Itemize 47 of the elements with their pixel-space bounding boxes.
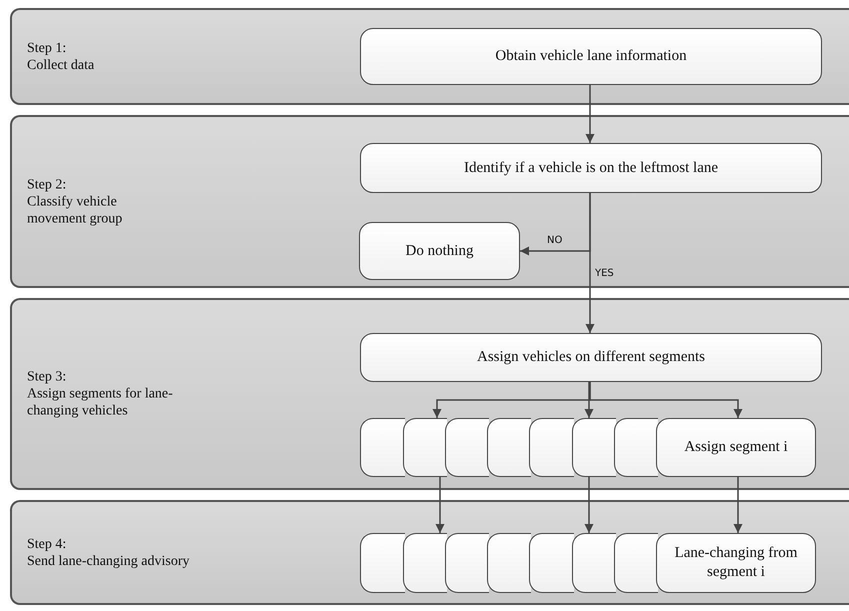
step-description: Collect data xyxy=(27,56,96,74)
swimlane-band xyxy=(10,8,849,105)
process-box xyxy=(656,418,816,477)
arrow xyxy=(584,382,594,418)
process-box xyxy=(360,143,822,193)
box-text: Lane-changing from segment i xyxy=(674,544,798,582)
empty-box xyxy=(445,533,489,593)
edge-label: NO xyxy=(547,235,562,246)
edge-label: YES xyxy=(595,268,614,279)
step-number: Step 4: xyxy=(27,536,68,552)
empty-box xyxy=(445,418,489,477)
arrow xyxy=(584,477,594,533)
arrow xyxy=(436,477,444,533)
empty-box xyxy=(403,418,447,477)
empty-box xyxy=(614,533,658,593)
swimlane-band xyxy=(10,500,849,605)
empty-box xyxy=(360,533,405,593)
swimlane-band xyxy=(10,298,849,490)
empty-box xyxy=(487,418,531,477)
empty-box xyxy=(529,418,574,477)
process-box xyxy=(359,222,520,280)
arrow xyxy=(586,85,594,143)
box-text: Assign vehicles on different segments xyxy=(476,348,705,367)
step-number: Step 1: xyxy=(27,40,68,56)
empty-box xyxy=(614,418,658,477)
step-description: Assign segments for lane-changing vehicles xyxy=(27,386,174,420)
step-description: Classify vehicle movement group xyxy=(27,193,124,227)
process-box xyxy=(656,533,816,593)
step-description: Send lane-changing advisory xyxy=(27,552,191,570)
arrow xyxy=(589,382,742,418)
box-text: Obtain vehicle lane information xyxy=(495,47,687,66)
box-text: Assign segment i xyxy=(684,438,788,457)
box-text: Do nothing xyxy=(406,242,474,260)
empty-box xyxy=(487,533,531,593)
empty-box xyxy=(403,533,447,593)
process-box xyxy=(360,333,822,382)
empty-box xyxy=(529,533,574,593)
empty-box xyxy=(572,533,616,593)
empty-box xyxy=(572,418,616,477)
arrow xyxy=(586,193,594,333)
empty-box xyxy=(360,418,405,477)
step-number: Step 2: xyxy=(27,176,68,193)
swimlane-band xyxy=(10,115,849,288)
process-box xyxy=(360,28,822,85)
arrow xyxy=(734,477,742,533)
box-text: Identify if a vehicle is on the leftmost lane xyxy=(464,158,718,178)
step-number: Step 3: xyxy=(27,368,68,386)
